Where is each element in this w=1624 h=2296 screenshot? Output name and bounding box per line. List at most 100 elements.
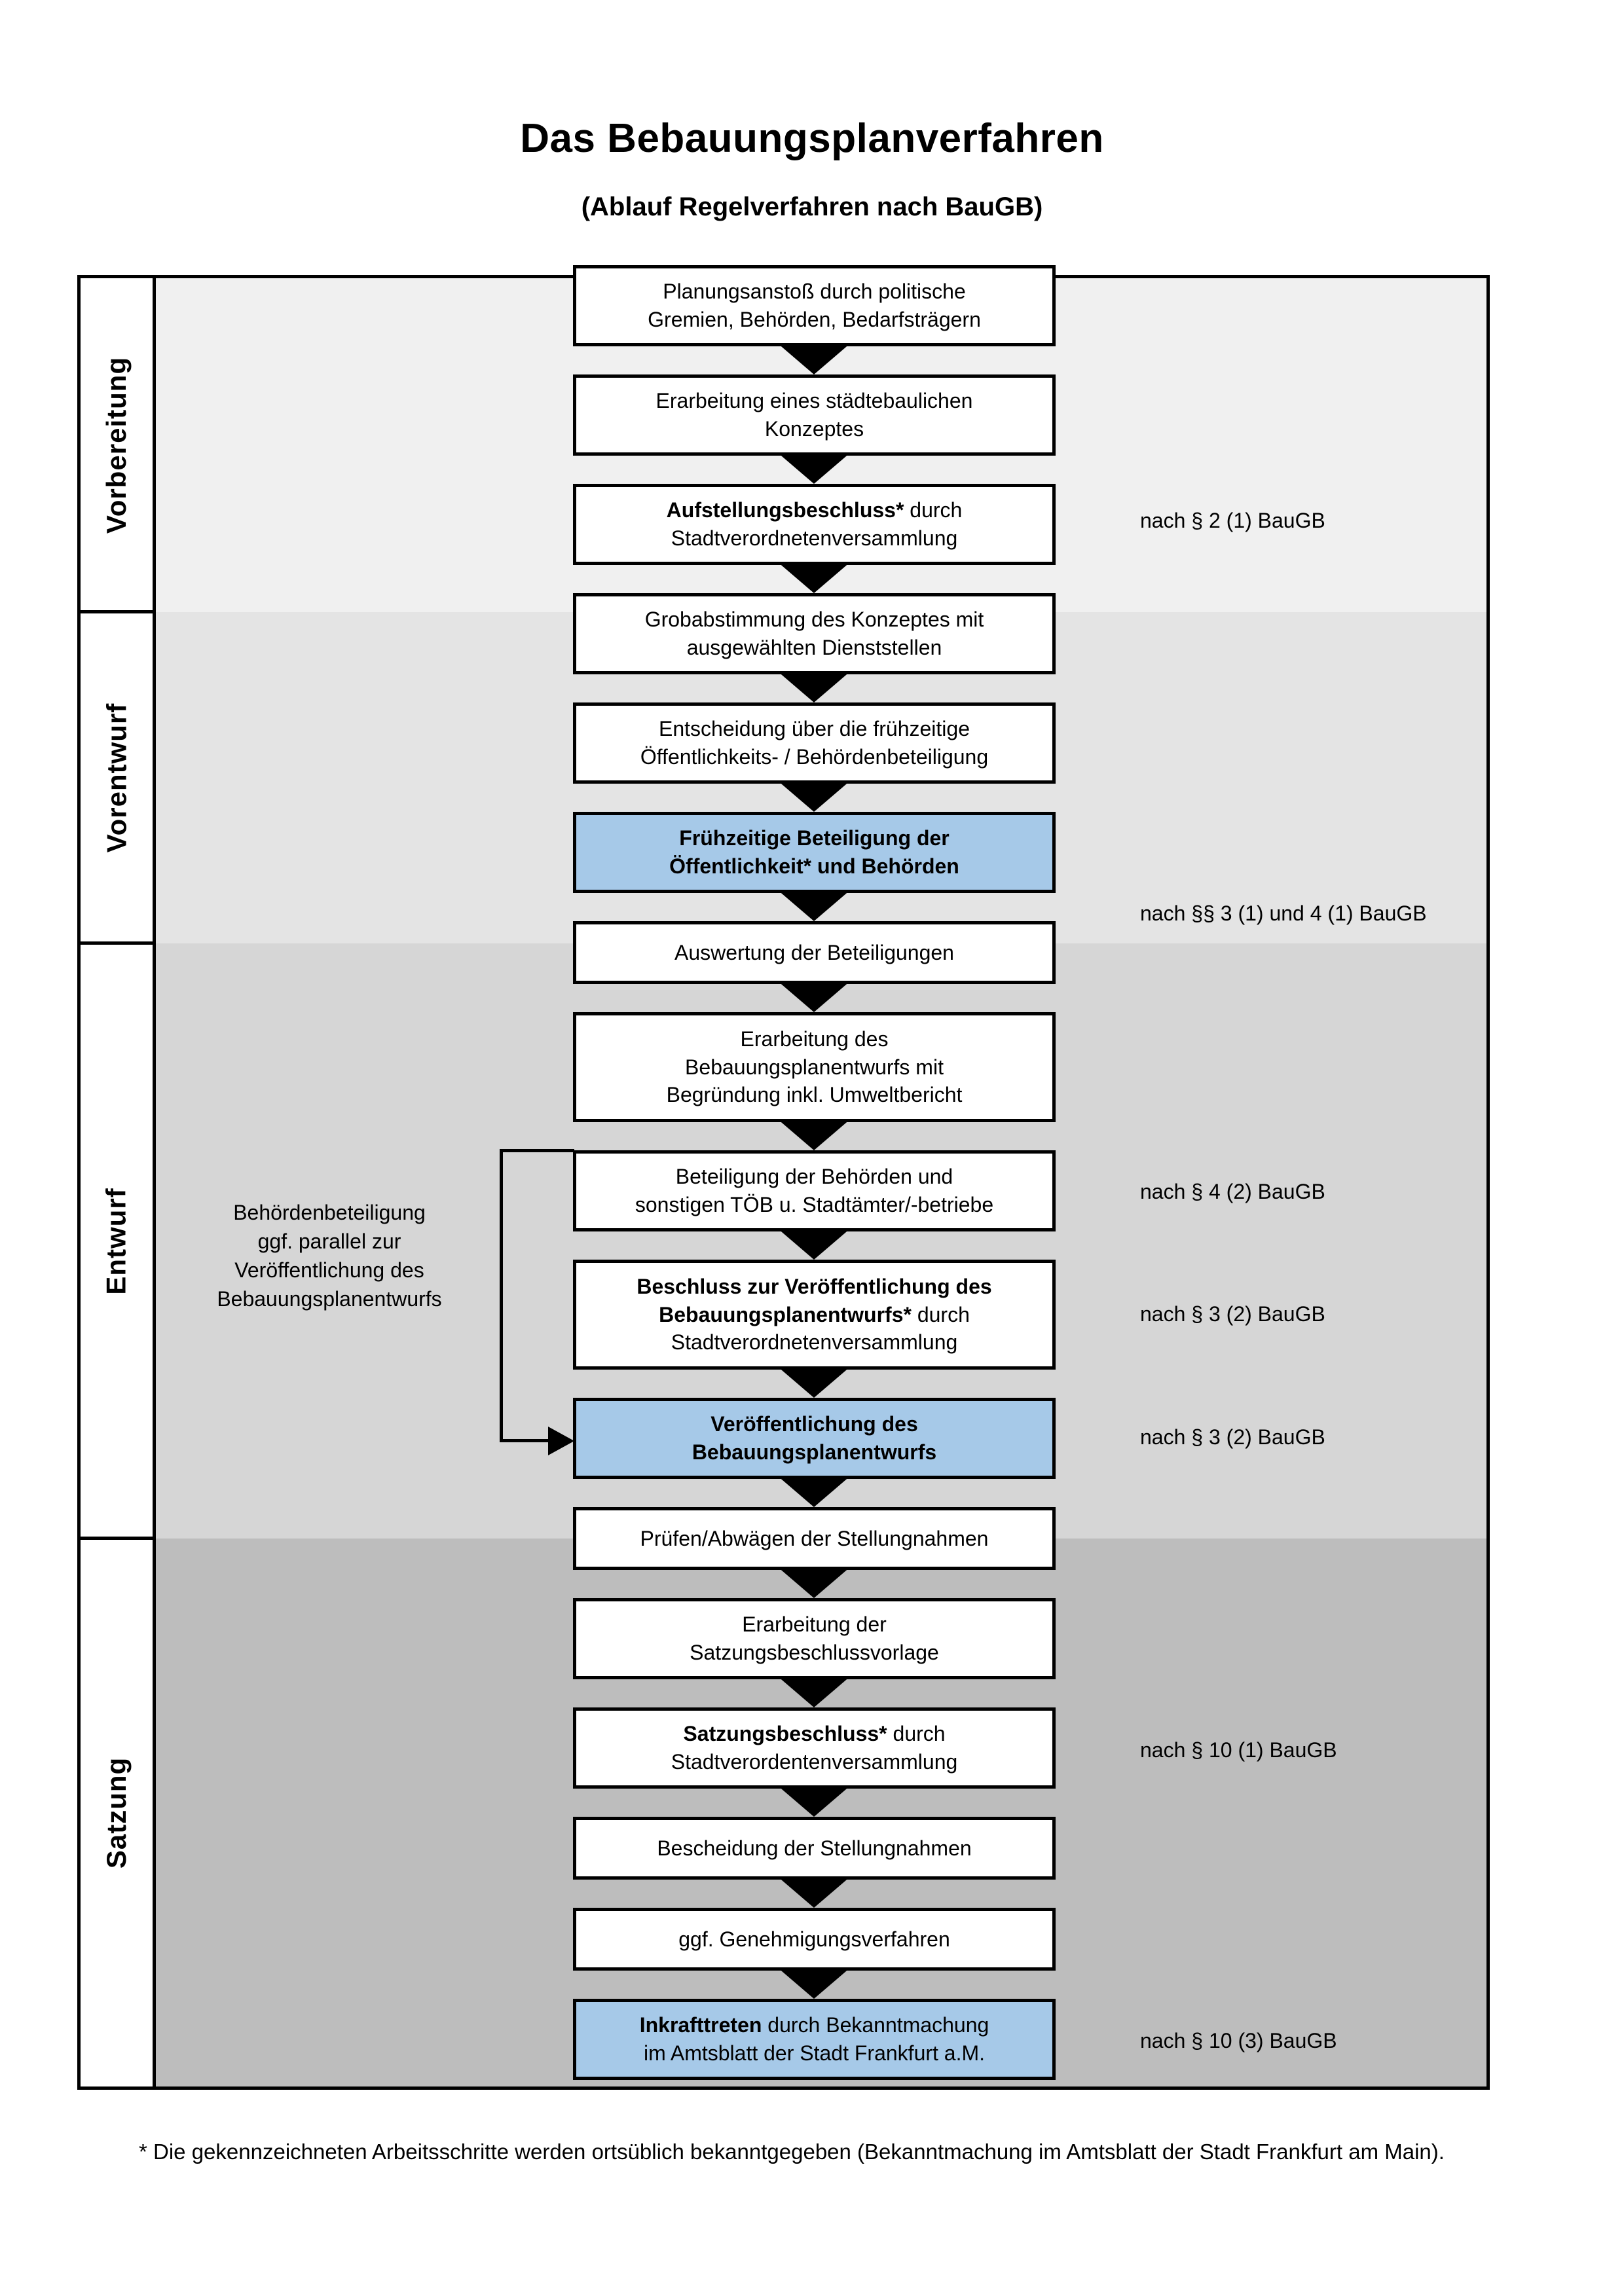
step-tail: durch Bekanntmachung [762,2013,989,2037]
note-par-3-1-4-1: nach §§ 3 (1) und 4 (1) BauGB [1140,902,1427,925]
section-label-satzung: Satzung [81,1539,153,2086]
step-line-2: im Amtsblatt der Stadt Frankfurt a.M. [643,2041,986,2065]
step-bold-lead: Aufstellungsbeschluss* [666,498,904,522]
step-bold-lead: Inkrafttreten [639,2013,762,2037]
step-line-2: Öffentlichkeits- / Behördenbeteiligung [640,745,989,769]
title-block: Das Bebauungsplanverfahren (Ablauf Regel… [0,116,1624,222]
section-label-text: Entwurf [101,1187,132,1295]
section-label-text: Satzung [101,1757,132,1868]
page-title: Das Bebauungsplanverfahren [520,116,1104,161]
step-line-1: Entscheidung über die frühzeitige [659,717,970,741]
arrow-down-5 [777,780,851,812]
step-bold-lead: Satzungsbeschluss* [683,1722,887,1746]
arrow-down-1 [777,343,851,374]
step-box-beteiligung-behoerden[interactable]: Beteiligung der Behörden und sonstigen T… [573,1150,1056,1231]
arrow-down-16 [777,1967,851,1999]
note-left-line-1: Behördenbeteiligung [233,1201,426,1224]
section-label-vorbereitung: Vorbereitung [81,278,153,612]
note-left-line-3: Veröffentlichung des [234,1258,424,1283]
section-label-text: Vorentwurf [101,702,132,853]
note-par-3-2-b: nach § 3 (2) BauGB [1140,1425,1325,1449]
step-line-3: Begründung inkl. Umweltbericht [666,1083,963,1107]
note-parallel-behoerdenbeteiligung: Behördenbeteiligung ggf. parallel zur Ve… [166,1198,493,1314]
step-box-fruehzeitige-beteiligung[interactable]: Frühzeitige Beteiligung der Öffentlichke… [573,812,1056,893]
page-subtitle: (Ablauf Regelverfahren nach BauGB) [581,192,1043,222]
step-line-2: Öffentlichkeit* und Behörden [669,854,959,878]
step-line-2: Stadtverordentenversammlung [671,1750,958,1774]
step-line-1: Erarbeitung eines städtebaulichen [655,389,973,413]
section-separator-3 [81,1537,156,1540]
arrow-down-15 [777,1876,851,1908]
note-par-4-2: nach § 4 (2) BauGB [1140,1180,1325,1203]
step-box-entscheidung-fruehzeitige[interactable]: Entscheidung über die frühzeitige Öffent… [573,702,1056,784]
step-box-genehmigungsverfahren[interactable]: ggf. Genehmigungsverfahren [573,1908,1056,1971]
arrow-down-8 [777,1119,851,1150]
step-line-2: Gremien, Behörden, Bedarfsträgern [648,308,981,331]
step-line-1: Planungsanstoß durch politische [663,280,966,304]
arrow-down-7 [777,981,851,1012]
step-line-1: Erarbeitung der [742,1613,887,1637]
step-line-3: Stadtverordnetenversammlung [671,1330,958,1355]
step-line-1: Beteiligung der Behörden und [675,1165,953,1189]
section-separator-1 [81,610,156,613]
step-line-2: Konzeptes [764,417,864,441]
section-label-entwurf: Entwurf [81,943,153,1539]
note-par-10-3: nach § 10 (3) BauGB [1140,2029,1337,2052]
connector-top-segment [500,1149,574,1152]
step-tail: durch [911,1302,970,1326]
step-line-2: Satzungsbeschlussvorlage [690,1641,939,1664]
step-tail: durch [887,1722,946,1746]
note-left-line-2: ggf. parallel zur [257,1230,401,1254]
section-label-text: Vorbereitung [101,356,132,534]
step-box-satzungsvorlage[interactable]: Erarbeitung der Satzungsbeschlussvorlage [573,1598,1056,1679]
step-box-beschluss-veroeffentlichung[interactable]: Beschluss zur Veröffentlichung des Bebau… [573,1260,1056,1370]
note-par-2-1: nach § 2 (1) BauGB [1140,509,1325,532]
step-box-veroeffentlichung[interactable]: Veröffentlichung des Bebauungsplanentwur… [573,1398,1056,1479]
note-par-10-1: nach § 10 (1) BauGB [1140,1738,1337,1762]
connector-bottom-segment [500,1439,551,1442]
step-box-auswertung[interactable]: Auswertung der Beteiligungen [573,921,1056,984]
step-line-2: Bebauungsplanentwurfs mit [685,1055,944,1079]
step-line-1: Frühzeitige Beteiligung der [679,826,950,850]
step-box-pruefen-abwaegen[interactable]: Prüfen/Abwägen der Stellungnahmen [573,1507,1056,1570]
step-line-1: Erarbeitung des [740,1027,889,1051]
step-line-1: ggf. Genehmigungsverfahren [678,1927,950,1951]
connector-arrowhead-icon [548,1427,574,1455]
arrow-down-11 [777,1476,851,1507]
step-line-2: Stadtverordnetenversammlung [671,526,958,550]
step-box-bescheidung[interactable]: Bescheidung der Stellungnahmen [573,1817,1056,1880]
label-column-divider [153,278,156,2086]
arrow-down-10 [777,1366,851,1398]
note-par-3-2-a: nach § 3 (2) BauGB [1140,1302,1325,1326]
step-box-inkrafttreten[interactable]: Inkrafttreten durch Bekanntmachung im Am… [573,1999,1056,2080]
step-line-1: Prüfen/Abwägen der Stellungnahmen [640,1526,989,1550]
arrow-down-4 [777,671,851,702]
step-tail: durch [904,498,963,522]
arrow-down-9 [777,1228,851,1260]
footnote-text: * Die gekennzeichneten Arbeitsschritte w… [139,2140,1445,2164]
step-box-erarbeitung-entwurf[interactable]: Erarbeitung des Bebauungsplanentwurfs mi… [573,1012,1056,1122]
step-line-1: Auswertung der Beteiligungen [674,940,954,964]
step-box-planungsanstoss[interactable]: Planungsanstoß durch politische Gremien,… [573,265,1056,346]
step-line-2: ausgewählten Dienststellen [686,636,942,659]
step-line-2: Bebauungsplanentwurfs* [659,1302,912,1326]
section-separator-2 [81,941,156,945]
arrow-down-14 [777,1785,851,1817]
arrow-down-6 [777,890,851,921]
arrow-down-3 [777,562,851,593]
step-line-2: Bebauungsplanentwurfs [692,1440,937,1464]
step-box-staedtebau-konzept[interactable]: Erarbeitung eines städtebaulichen Konzep… [573,374,1056,456]
section-label-vorentwurf: Vorentwurf [81,612,153,943]
note-left-line-4: Bebauungsplanentwurfs [217,1287,442,1311]
flowchart-frame: Vorbereitung Vorentwurf Entwurf Satzung … [77,265,1490,2090]
step-line-2: sonstigen TÖB u. Stadtämter/-betriebe [635,1193,994,1216]
arrow-down-2 [777,452,851,484]
step-box-grobabstimmung[interactable]: Grobabstimmung des Konzeptes mit ausgewä… [573,593,1056,674]
step-box-aufstellungsbeschluss[interactable]: Aufstellungsbeschluss* durch Stadtverord… [573,484,1056,565]
arrow-down-13 [777,1676,851,1707]
step-line-1: Bescheidung der Stellungnahmen [657,1836,972,1860]
connector-vertical-segment [500,1149,503,1442]
step-line-1: Veröffentlichung des [710,1412,918,1436]
step-box-satzungsbeschluss[interactable]: Satzungsbeschluss* durch Stadtverordente… [573,1707,1056,1789]
step-line-1: Grobabstimmung des Konzeptes mit [644,608,984,632]
